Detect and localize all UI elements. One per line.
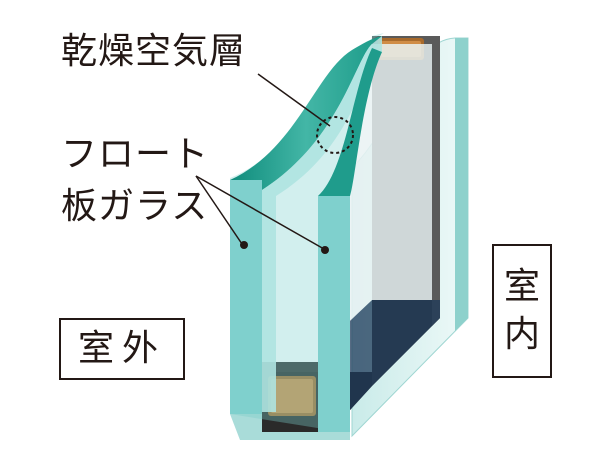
- air-layer-label: 乾燥空気層: [61, 31, 247, 72]
- outdoor-glass-pane: [230, 33, 384, 440]
- outdoor-label: 室外: [77, 328, 166, 369]
- float-glass-dot-indoor: [321, 246, 329, 254]
- float-glass-label-line2: 板ガラス: [61, 186, 209, 227]
- air-layer-leader: [257, 73, 331, 127]
- indoor-label-box: 室 内: [492, 244, 552, 378]
- desiccant-bottom: [268, 376, 316, 416]
- outdoor-label-box: 室外: [59, 318, 185, 380]
- float-glass-label-line1: フロート: [61, 134, 210, 175]
- float-glass-leader-indoor: [195, 175, 325, 250]
- leader-lines: [195, 73, 331, 250]
- float-glass-dot-outdoor: [240, 241, 248, 249]
- indoor-label-char1: 室: [503, 266, 540, 307]
- air-layer-callout-circle: [316, 116, 354, 154]
- float-glass-leader-outdoor: [195, 175, 243, 245]
- indoor-label-char2: 内: [503, 314, 540, 355]
- air-layer: [330, 44, 432, 340]
